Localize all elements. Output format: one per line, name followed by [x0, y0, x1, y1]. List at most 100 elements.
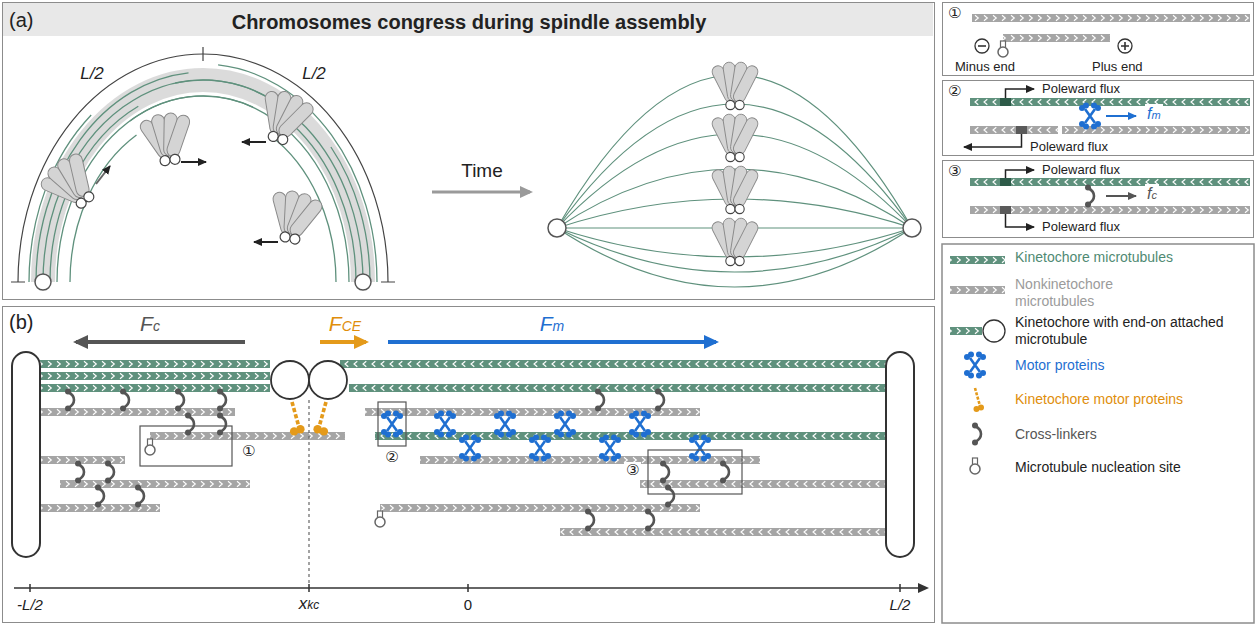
end-label: Plus end — [1092, 59, 1143, 75]
legend-sample — [972, 423, 981, 446]
movement-arrow — [96, 142, 278, 242]
axis-label: -L/2 — [17, 596, 43, 614]
plus-symbol — [1121, 42, 1129, 50]
header-bar — [3, 3, 933, 36]
motor-protein — [629, 411, 651, 438]
panel-box: (b) — [2, 306, 935, 623]
microtubule — [1000, 98, 1011, 106]
nonkinetochore-microtubule — [60, 480, 250, 488]
callout-number: ① — [948, 5, 961, 22]
minus-symbol — [978, 45, 986, 47]
axis-label: xkc — [299, 594, 320, 614]
cross-linker — [105, 461, 114, 484]
legend-text: Kinetochore with end-on attached microtu… — [1015, 314, 1247, 348]
plus-symbol — [1118, 39, 1132, 53]
motor-protein — [689, 435, 711, 462]
microtubule — [1016, 126, 1027, 134]
cross-linker — [720, 461, 729, 484]
kinetochore-motor — [313, 402, 328, 436]
kinetochore — [271, 361, 347, 399]
microtubule — [970, 206, 1250, 214]
chromosome — [137, 109, 198, 168]
legend-sample — [950, 286, 1005, 294]
legend-sample — [964, 352, 986, 379]
nonkinetochore-microtubule — [40, 408, 886, 536]
legend-text: Kinetochore microtubules — [1015, 249, 1247, 266]
cross-linker — [185, 413, 194, 436]
position-axis — [14, 583, 929, 593]
callout-box — [648, 450, 742, 494]
chromosome — [710, 165, 760, 213]
force-label: FCE — [329, 311, 361, 336]
legend-text: Nonkinetochore microtubules — [1015, 276, 1135, 310]
panel-label: (b) — [9, 310, 33, 334]
force-label: fm — [1145, 104, 1163, 123]
spindle-pole — [548, 219, 566, 237]
spindle-band — [43, 80, 363, 282]
chromosome — [34, 85, 327, 249]
motor-protein — [1079, 103, 1101, 130]
cross-linker — [65, 389, 729, 532]
panel-box: (a)Chromosomes congress during spindle a… — [2, 2, 935, 300]
kinetochore-microtubule — [349, 384, 886, 392]
callout-number: ② — [383, 449, 400, 466]
dimension-label: L/2 — [78, 64, 106, 84]
microtubule — [970, 98, 1250, 134]
cross-linker — [95, 485, 104, 508]
spindle-pole — [12, 352, 40, 557]
motor-protein — [459, 435, 481, 462]
legend-sample — [950, 327, 982, 335]
flux-arrow — [1006, 89, 1035, 98]
flux-label: Poleward flux — [1042, 219, 1120, 235]
cross-linker — [655, 389, 664, 412]
force-arrow — [76, 340, 716, 344]
force-arrow — [320, 340, 366, 344]
legend-sample — [974, 388, 985, 412]
cross-linker — [217, 413, 226, 436]
callout-number: ③ — [624, 462, 641, 479]
nonkinetochore-microtubule — [380, 504, 700, 512]
motor-protein — [381, 411, 403, 438]
microtubule — [1000, 178, 1011, 186]
motor-protein — [381, 411, 711, 462]
force-label: Fm — [540, 311, 565, 336]
dimension-arc — [18, 54, 388, 282]
plus-symbol — [1118, 39, 1132, 53]
arrow-label: Time — [461, 160, 503, 183]
legend-text: Kinetochore motor proteins — [1015, 391, 1247, 408]
time-arrow — [432, 192, 530, 193]
microtubule — [970, 178, 1250, 186]
nucleation-site — [145, 439, 155, 455]
spindle-fibers — [557, 104, 912, 228]
force-label: Fc — [140, 311, 160, 336]
microtubule — [970, 178, 1250, 214]
time-arrow — [432, 191, 530, 194]
legend-sample — [970, 458, 980, 474]
chromosome — [710, 61, 760, 265]
motor-protein — [494, 411, 516, 438]
flux-arrow — [1006, 170, 1035, 227]
cross-linker — [135, 485, 144, 508]
flux-arrow — [1006, 214, 1035, 227]
microtubule — [970, 126, 1058, 134]
cross-linker — [217, 389, 226, 412]
spindle-pole — [886, 352, 914, 557]
spindle-pole — [35, 274, 51, 290]
nucleation-site — [998, 41, 1008, 57]
movement-arrow — [242, 141, 266, 143]
legend-text: Microtubule nucleation site — [1015, 459, 1247, 476]
motor-protein — [529, 435, 551, 462]
position-axis — [14, 587, 920, 589]
end-label: Minus end — [955, 59, 1015, 75]
kinetochore-microtubule — [340, 360, 886, 368]
flux-arrow — [964, 134, 1022, 147]
callout-box — [378, 402, 406, 446]
spindle-band — [43, 80, 363, 282]
microtubule-arcs — [130, 96, 349, 282]
nonkinetochore-microtubule — [40, 456, 125, 464]
chromosome — [710, 61, 760, 109]
callout-number: ③ — [948, 163, 961, 180]
spindle-pole — [355, 274, 371, 290]
nonkinetochore-microtubule — [640, 480, 886, 488]
cross-linker — [1085, 185, 1094, 208]
